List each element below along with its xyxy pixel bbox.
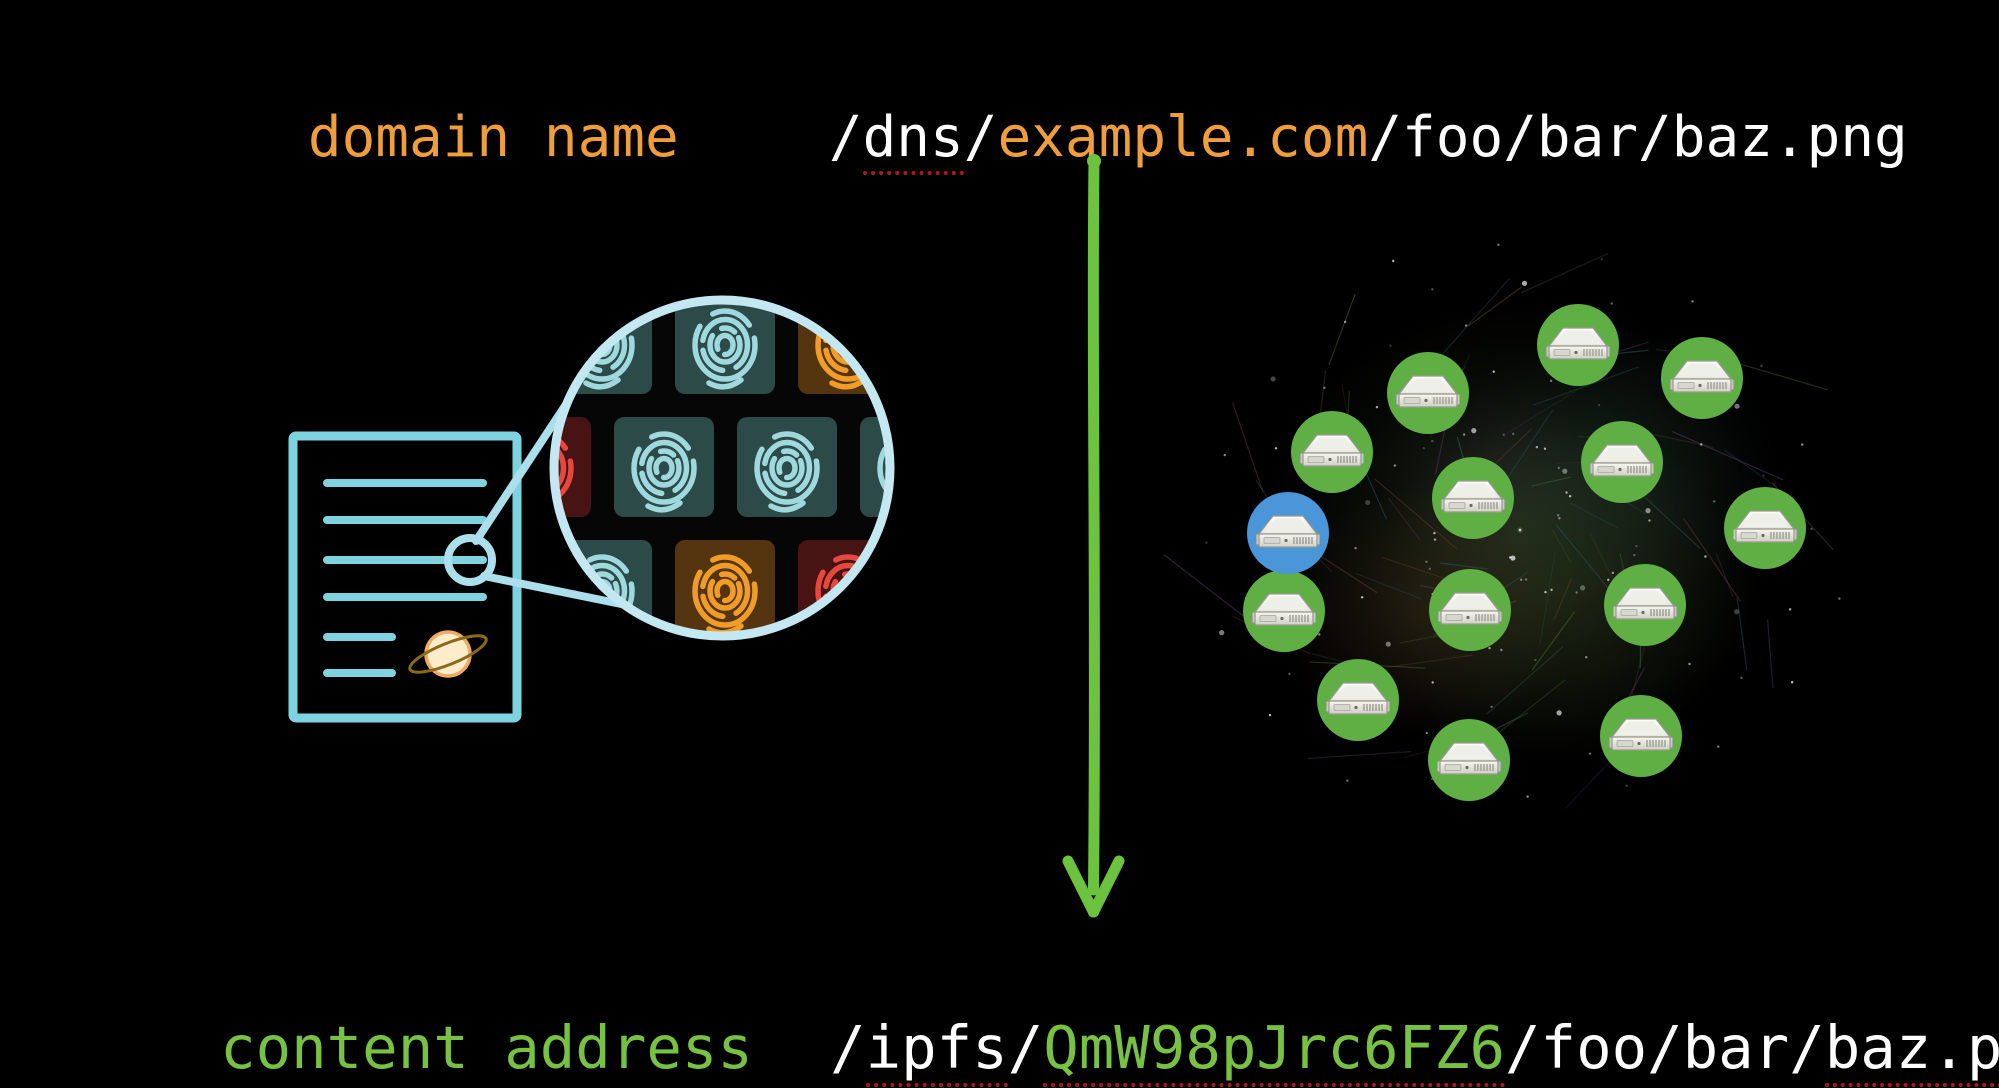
document-icon [288,431,522,723]
server-icon [1670,360,1734,393]
network-node-green [1581,421,1663,503]
server-icon [1546,327,1610,360]
server-icon [1733,510,1797,543]
document-text-lines [323,479,487,677]
domain-name-row: domain name [173,42,679,235]
content-address-row: content address [78,946,753,1088]
network-node-green [1604,564,1686,646]
network-node-green [1243,570,1325,652]
ipfs-scheme: ipfs [865,1012,1008,1087]
network-node-green [1429,569,1511,651]
path-slash: / [1007,1012,1044,1082]
network-node-green [1317,659,1399,741]
ipfs-path: /ipfs/QmW98pJrc6FZ6/foo/bar/baz.png [688,946,1999,1088]
network-node-green [1537,304,1619,386]
domain-name-label: domain name [307,105,679,171]
server-icon [1613,587,1677,620]
server-icon [1300,434,1364,467]
dns-hostname: example.com [997,105,1369,171]
server-icon [1609,718,1673,751]
network-node-green [1428,719,1510,801]
dns-file-path: /foo/bar/baz.png [1368,105,1908,171]
network-node-green [1387,352,1469,434]
path-slash: / [830,1012,866,1082]
server-icon [1590,444,1654,477]
server-icon [1326,682,1390,715]
path-slash: / [828,105,863,171]
planet-seal-icon [408,630,488,678]
dns-scheme: dns [862,105,964,176]
document-fingerprint-illustration [288,295,895,723]
ipfs-file-name: baz.png [1824,1012,1999,1087]
network-node-green [1432,457,1514,539]
network-node-green [1600,695,1682,777]
ipfs-file-dir: /foo/bar/ [1505,1012,1825,1082]
dns-path: /dns/example.com/foo/bar/baz.png [694,42,1908,235]
down-arrow [1062,154,1125,918]
server-icon [1437,742,1501,775]
path-slash: / [963,105,998,171]
network-node-green [1661,337,1743,419]
magnifier-small-circle [444,534,496,586]
server-icon [1438,592,1502,625]
server-icon [1396,375,1460,408]
content-address-label: content address [220,1012,753,1082]
server-icon [1441,480,1505,513]
network-node-green [1291,411,1373,493]
network-node-blue [1247,492,1329,574]
server-icon [1256,515,1320,548]
network-node-green [1724,487,1806,569]
p2p-network [1160,230,1880,850]
server-icon [1252,593,1316,626]
ipfs-cid: QmW98pJrc6FZ6 [1043,1012,1506,1087]
